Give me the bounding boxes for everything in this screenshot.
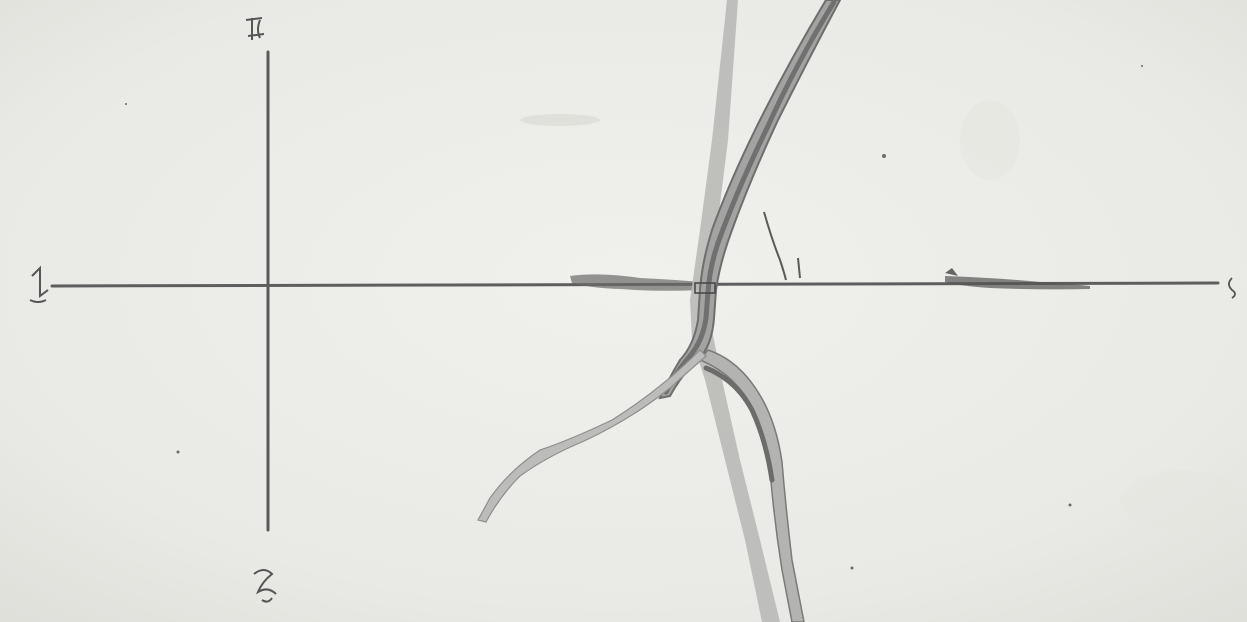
paper-background: [0, 0, 1247, 622]
sketch-map: [0, 0, 1247, 622]
